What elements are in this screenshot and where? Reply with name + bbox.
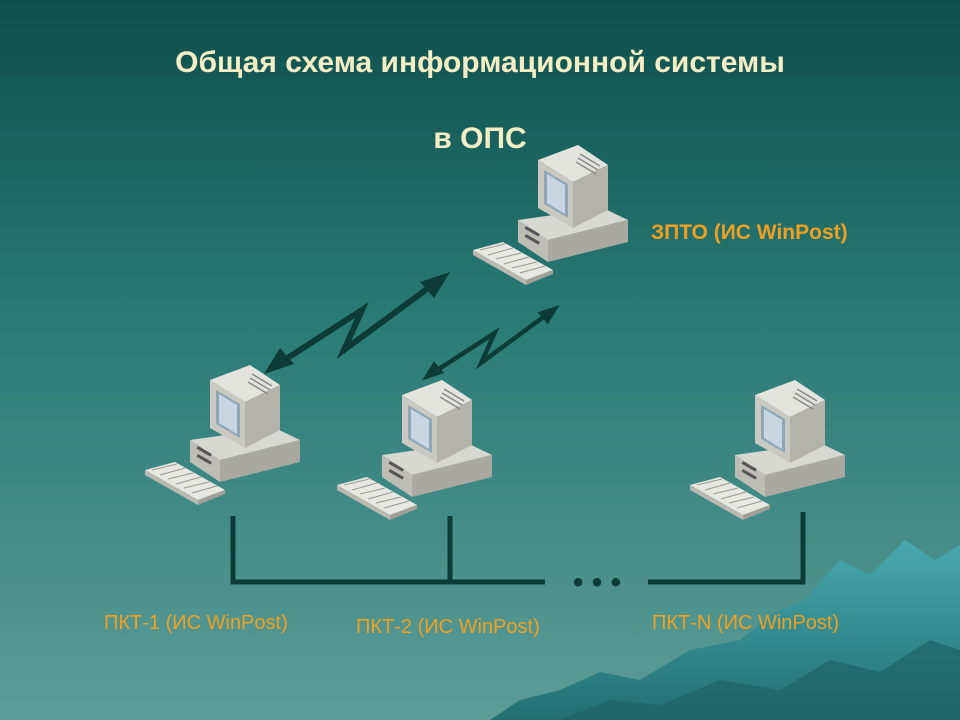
client2-computer-icon [336, 379, 493, 521]
page-title-line2: в ОПС [433, 122, 527, 155]
client2-label: ПКТ-2 (ИС WinPost) [356, 616, 540, 638]
page-title-line1: Общая схема информационной системы [175, 46, 785, 79]
mountain-shade [560, 640, 960, 720]
server-computer-icon [472, 144, 629, 286]
client1-label: ПКТ-1 (ИС WinPost) [104, 612, 288, 634]
wireless-link-client1 [264, 272, 450, 374]
server-label: ЗПТО (ИС WinPost) [651, 221, 848, 244]
wireless-link-client2 [422, 305, 560, 380]
client1-computer-icon [144, 364, 301, 506]
clientN-label: ПКТ-N (ИС WinPost) [652, 612, 840, 634]
bus-network [230, 512, 806, 585]
bus-ellipsis: • • • [573, 566, 621, 599]
clientN-computer-icon [689, 379, 846, 521]
